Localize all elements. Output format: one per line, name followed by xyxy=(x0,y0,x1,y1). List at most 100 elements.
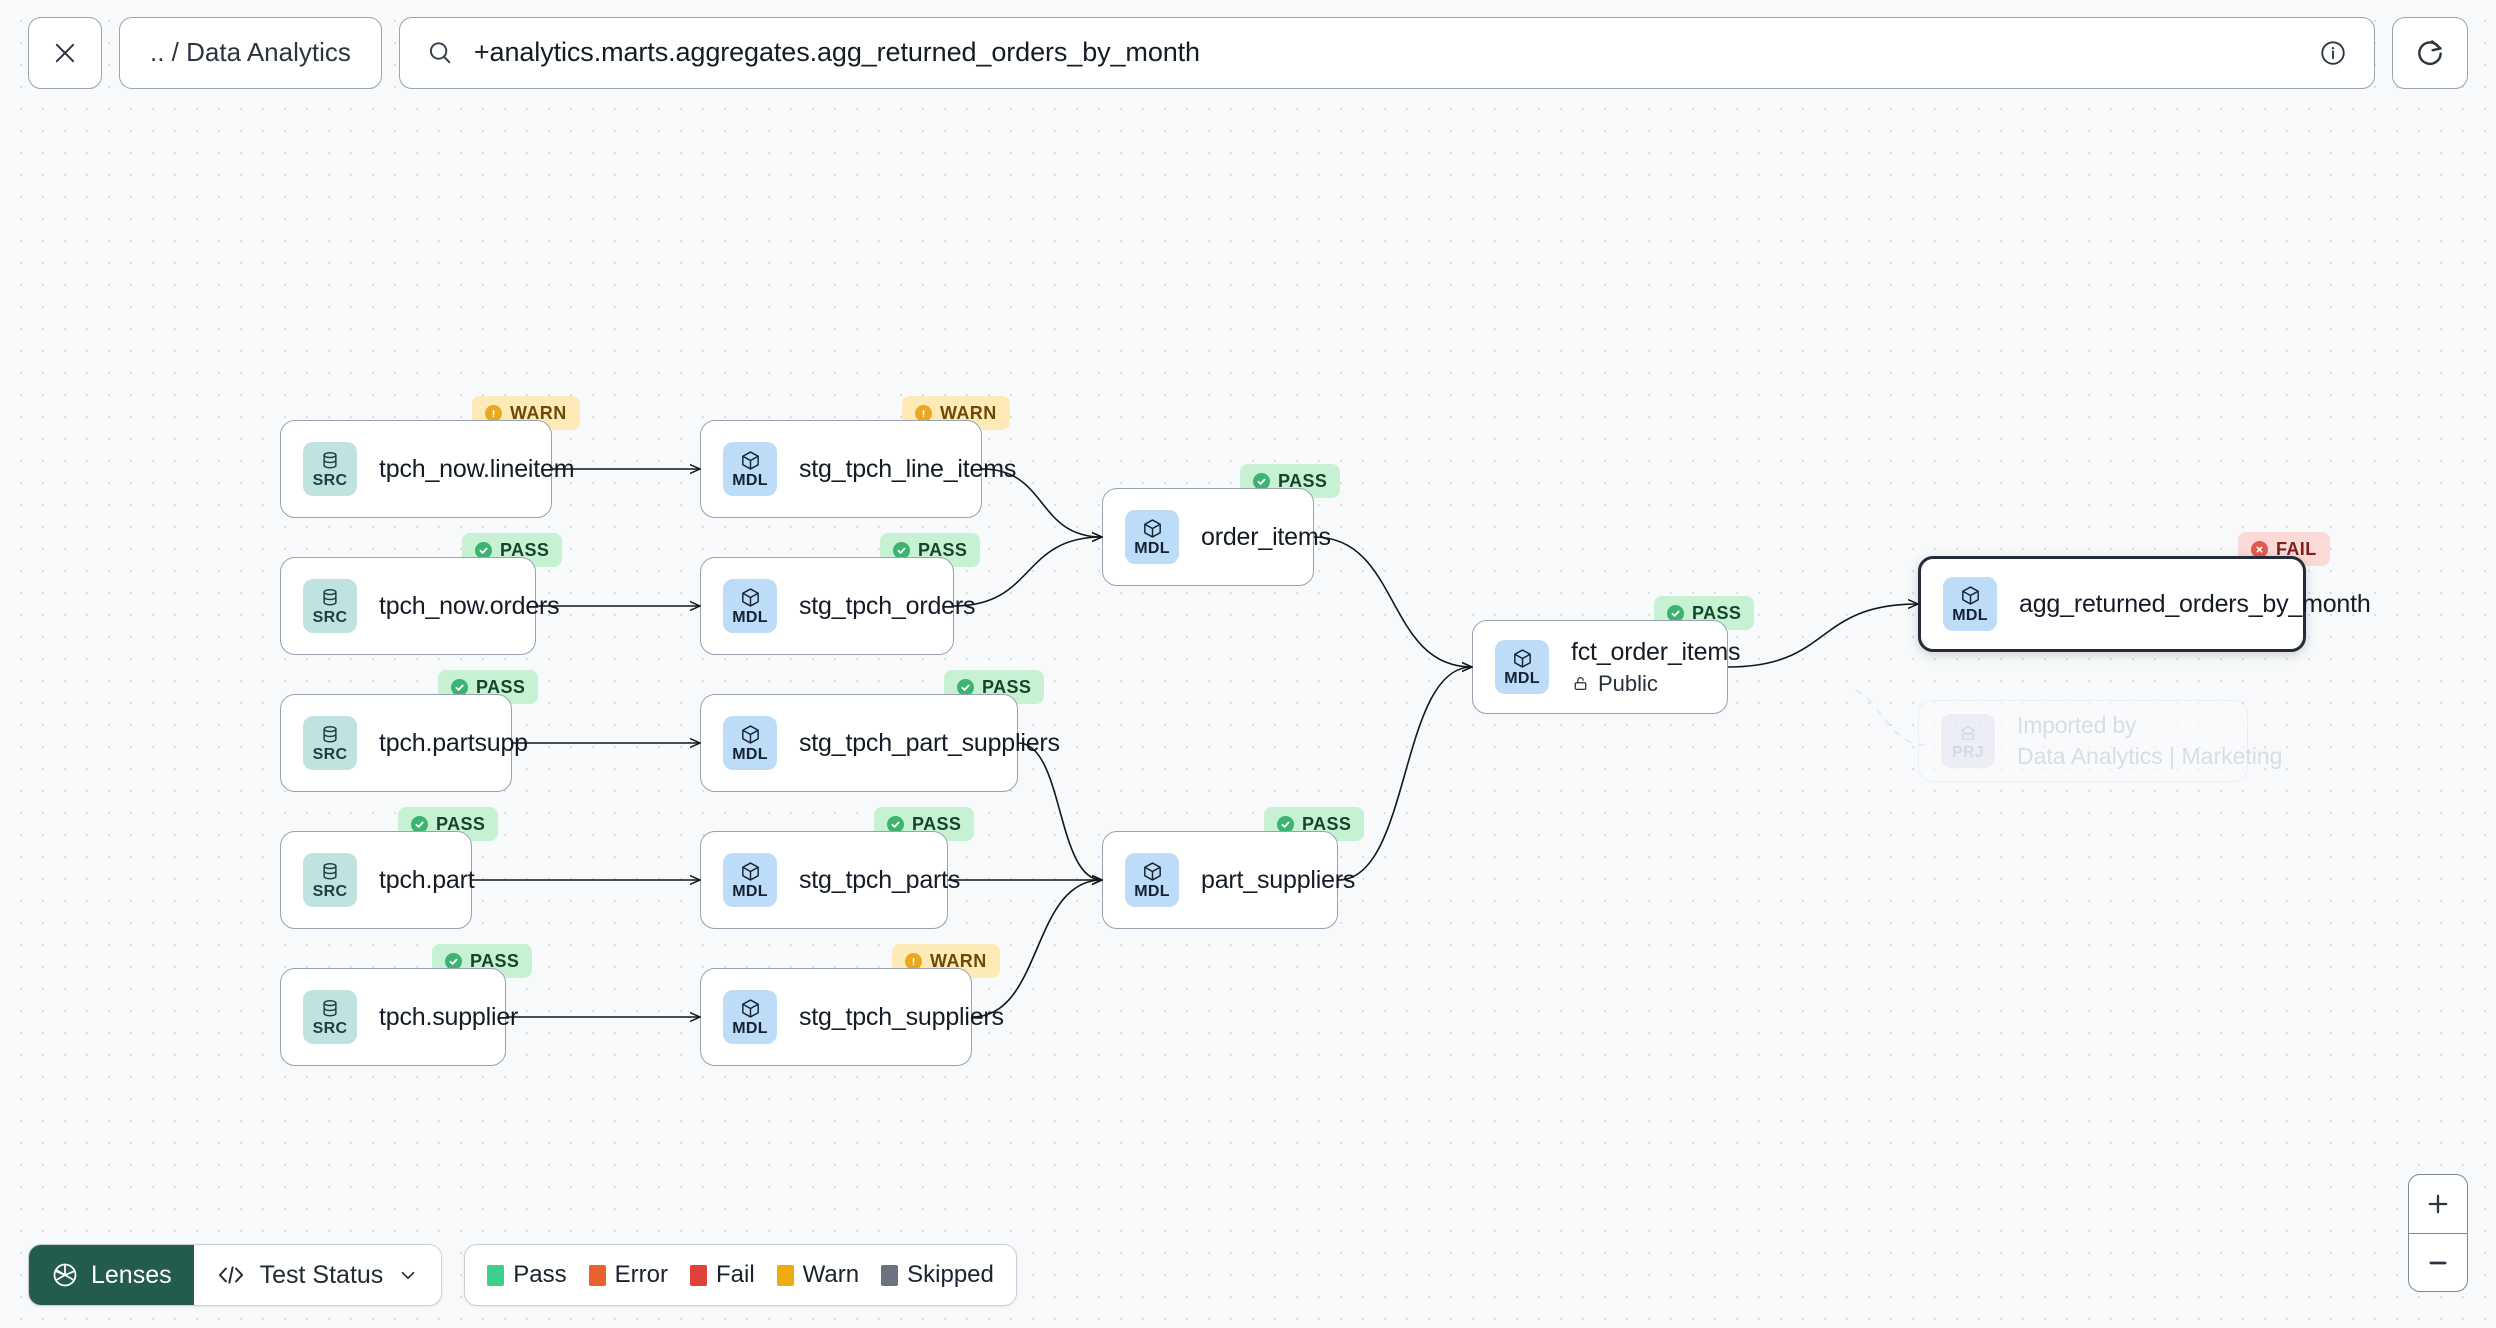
minus-icon xyxy=(2429,1261,2447,1264)
status-badge-label: WARN xyxy=(510,402,567,423)
lineage-node[interactable]: MDL order_items xyxy=(1102,488,1331,586)
node-title: tpch.partsupp xyxy=(379,728,528,757)
top-toolbar: .. / Data Analytics +analytics.marts.agg… xyxy=(0,0,2496,105)
status-dot-icon xyxy=(485,404,502,422)
cube-icon xyxy=(741,451,759,470)
node-title: stg_tpch_line_items xyxy=(799,454,1017,483)
plus-icon xyxy=(2428,1194,2448,1214)
status-dot-icon xyxy=(957,678,974,696)
status-badge-label: PASS xyxy=(1278,470,1328,491)
breadcrumb[interactable]: .. / Data Analytics xyxy=(119,16,382,89)
status-badge[interactable]: PASS xyxy=(874,807,975,841)
lineage-node[interactable]: SRC tpch_now.lineitem xyxy=(280,420,575,518)
node-labels: stg_tpch_part_suppliers xyxy=(799,729,1060,758)
lineage-node[interactable]: MDL stg_tpch_line_items xyxy=(700,420,1017,518)
lineage-node[interactable]: MDL agg_returned_orders_by_month xyxy=(1918,556,2371,652)
node-kind-badge: MDL xyxy=(723,579,777,633)
legend-swatch xyxy=(776,1264,794,1286)
lineage-node[interactable]: SRC tpch.part xyxy=(280,831,475,929)
lineage-node[interactable]: MDL stg_tpch_parts xyxy=(700,831,960,929)
node-kind-label: MDL xyxy=(732,609,768,626)
lens-group: Lenses Test Status xyxy=(28,1244,443,1306)
legend-item-skipped[interactable]: Skipped xyxy=(881,1261,994,1289)
node-labels: stg_tpch_line_items xyxy=(799,454,1017,484)
cube-icon xyxy=(1143,519,1161,538)
lineage-node[interactable]: SRC tpch.partsupp xyxy=(280,694,528,792)
status-badge-label: WARN xyxy=(940,402,997,423)
status-dot-icon xyxy=(1667,604,1684,622)
bottom-toolbar: Lenses Test Status Pass Error Fail Warn Skip… xyxy=(28,1244,1017,1306)
project-icon xyxy=(1960,725,1976,740)
status-dot-icon xyxy=(451,678,468,696)
status-badge-label: PASS xyxy=(500,539,550,560)
node-kind-label: MDL xyxy=(1952,607,1988,624)
node-title: order_items xyxy=(1201,522,1331,551)
node-kind-label: SRC xyxy=(312,1019,348,1037)
lineage-node[interactable]: SRC tpch_now.orders xyxy=(280,557,560,655)
test-status-dropdown[interactable]: Test Status xyxy=(193,1245,442,1305)
status-badge-label: FAIL xyxy=(2276,538,2317,559)
legend-item-error[interactable]: Error xyxy=(588,1261,668,1289)
status-dot-icon xyxy=(2251,540,2268,558)
lineage-node[interactable]: MDL stg_tpch_part_suppliers xyxy=(700,694,1060,792)
zoom-controls xyxy=(2408,1174,2468,1292)
status-dot-icon xyxy=(915,404,932,422)
lenses-button[interactable]: Lenses xyxy=(29,1245,194,1305)
node-title: stg_tpch_orders xyxy=(799,591,976,620)
close-button[interactable] xyxy=(28,16,102,89)
aperture-icon xyxy=(53,1263,77,1287)
node-labels: stg_tpch_orders xyxy=(799,591,976,621)
node-kind-label: MDL xyxy=(732,472,768,489)
status-dot-icon xyxy=(1253,472,1270,490)
lineage-node[interactable]: MDL stg_tpch_suppliers xyxy=(700,968,1004,1066)
node-labels: stg_tpch_suppliers xyxy=(799,1002,1004,1032)
node-kind-badge: MDL xyxy=(1495,640,1549,694)
node-kind-label: SRC xyxy=(312,471,348,489)
node-kind-label: MDL xyxy=(1504,670,1540,687)
zoom-out-button[interactable] xyxy=(2409,1233,2467,1291)
lineage-node[interactable]: PRJ Imported by Data Analytics | Marketi… xyxy=(1918,700,2283,782)
node-title: tpch_now.lineitem xyxy=(379,454,575,483)
close-icon xyxy=(55,43,75,62)
node-kind-badge: SRC xyxy=(303,990,357,1044)
node-title: part_suppliers xyxy=(1201,865,1356,894)
node-labels: tpch.partsupp xyxy=(379,728,528,758)
search-icon xyxy=(429,41,451,63)
cube-icon xyxy=(741,999,759,1018)
status-dot-icon xyxy=(445,952,462,970)
info-icon[interactable] xyxy=(2318,38,2348,68)
lineage-node[interactable]: SRC tpch.supplier xyxy=(280,968,518,1066)
node-kind-label: SRC xyxy=(312,882,348,900)
legend-item-fail[interactable]: Fail xyxy=(690,1261,755,1289)
node-kind-label: MDL xyxy=(732,883,768,900)
node-subtitle: Data Analytics | Marketing xyxy=(2017,743,2283,769)
zoom-in-button[interactable] xyxy=(2409,1175,2467,1233)
node-kind-badge: MDL xyxy=(723,853,777,907)
legend-label: Skipped xyxy=(907,1261,994,1288)
test-status-label: Test Status xyxy=(259,1260,384,1289)
node-kind-badge: SRC xyxy=(303,579,357,633)
lineage-node[interactable]: MDL fct_order_items Public xyxy=(1472,620,1740,714)
node-labels: part_suppliers xyxy=(1201,865,1356,895)
node-kind-label: MDL xyxy=(1134,540,1170,557)
database-icon xyxy=(323,999,337,1017)
refresh-button[interactable] xyxy=(2392,16,2468,89)
legend-item-pass[interactable]: Pass xyxy=(487,1261,567,1289)
database-icon xyxy=(323,451,337,469)
legend-item-warn[interactable]: Warn xyxy=(776,1261,859,1289)
lineage-node[interactable]: MDL part_suppliers xyxy=(1102,831,1356,929)
cube-icon xyxy=(1143,862,1161,881)
node-title: stg_tpch_suppliers xyxy=(799,1002,1004,1031)
status-dot-icon xyxy=(475,541,492,559)
node-kind-badge: MDL xyxy=(1125,853,1179,907)
search-query-text[interactable]: +analytics.marts.aggregates.agg_returned… xyxy=(473,37,1200,67)
node-labels: agg_returned_orders_by_month xyxy=(2019,590,2371,619)
status-badge-label: PASS xyxy=(982,676,1032,697)
node-labels: tpch.part xyxy=(379,866,475,895)
node-kind-badge: MDL xyxy=(1943,577,1997,631)
search-input[interactable]: +analytics.marts.aggregates.agg_returned… xyxy=(398,16,2375,89)
lineage-node[interactable]: MDL stg_tpch_orders xyxy=(700,557,976,655)
database-icon xyxy=(323,862,337,880)
